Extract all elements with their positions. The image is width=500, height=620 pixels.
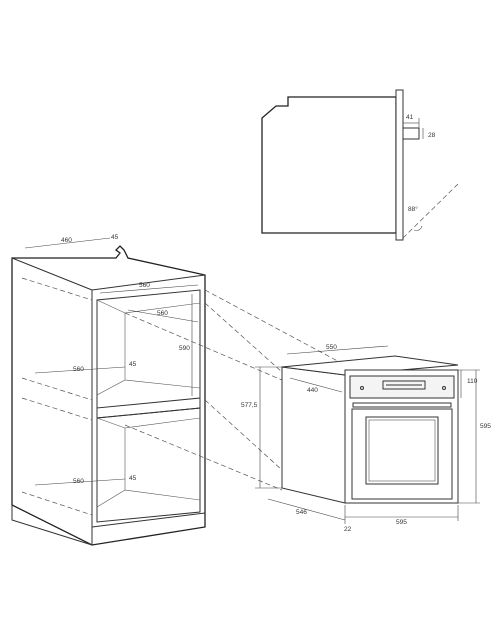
dim-line-total-depth (267, 498, 346, 521)
dim-label-front-width: 595 (396, 519, 407, 526)
dim-line-opening-depth (127, 309, 199, 323)
dim-label-panel-height: 110 (467, 378, 478, 385)
dim-label-lower-shelf-offset: 45 (129, 475, 137, 482)
oven-display (382, 380, 426, 390)
lower-opening (96, 407, 201, 523)
dim-label-body-width: 550 (326, 344, 337, 351)
cabinet: 460 45 560 560 590 560 45 560 45 (11, 234, 206, 546)
dim-line-top-depth (24, 237, 111, 249)
oven-door-window-inner (368, 419, 436, 482)
dim-label-door-thickness: 22 (344, 526, 352, 533)
dim-label-top-depth: 460 (61, 237, 72, 244)
upper-opening-back (96, 299, 201, 314)
dim-label-middle-shelf-offset: 45 (129, 361, 137, 368)
oven-door-handle (352, 402, 452, 408)
hidden-line-top (21, 277, 93, 301)
upper-opening-floor (96, 379, 201, 396)
dim-line-body-width (286, 345, 389, 355)
dim-line-lower-shelf (34, 478, 126, 486)
door-angle-arc (413, 225, 423, 231)
dim-label-body-height: 577,5 (241, 402, 258, 409)
oven-control-panel (349, 375, 455, 399)
cabinet-outline (11, 245, 206, 546)
dim-label-opening-width: 560 (139, 282, 150, 289)
dim-line-middle-shelf (34, 366, 126, 374)
projection-lines (124, 289, 346, 491)
dim-label-middle-shelf-depth: 560 (73, 366, 84, 373)
cabinet-plinth-line (91, 512, 206, 528)
projection-line (204, 289, 346, 366)
oven-side-body (261, 96, 397, 234)
cabinet-top-edge (11, 257, 93, 291)
dim-label-lower-shelf-depth: 560 (73, 478, 84, 485)
projection-line (124, 424, 283, 491)
dim-label-handle-depth: 28 (428, 132, 436, 139)
door-swing-line (402, 183, 459, 239)
hidden-line-shelf-upper (21, 377, 93, 401)
dim-label-top-offset: 45 (111, 234, 119, 241)
dim-line-body-depth (289, 377, 343, 393)
middle-shelf (96, 398, 201, 419)
oven-knob-icon (360, 386, 364, 390)
cabinet-plinth (11, 505, 93, 546)
oven-knob-icon (442, 386, 446, 390)
lower-opening-floor (96, 489, 201, 508)
hidden-line-shelf-lower (21, 397, 93, 421)
dim-line-opening-width (99, 284, 199, 294)
projection-line (204, 302, 283, 373)
oven-body-top (281, 355, 459, 376)
dim-label-door-angle: 88° (408, 205, 418, 213)
dim-label-total-height: 595 (480, 423, 491, 430)
oven-door (351, 408, 453, 500)
dim-label-total-depth: 546 (296, 509, 307, 516)
dim-label-body-depth: 440 (307, 387, 318, 394)
projection-line (124, 312, 283, 381)
dim-label-opening-depth: 560 (157, 310, 168, 317)
side-view: 41 28 88° (261, 89, 459, 241)
hidden-line-bottom (21, 491, 93, 516)
lower-opening-back (96, 417, 201, 429)
oven: 550 440 577,5 110 595 546 22 595 (241, 344, 491, 533)
dim-label-door-thickness: 41 (406, 114, 414, 121)
oven-door-window (365, 416, 439, 485)
cabinet-top-front-edge (91, 274, 206, 291)
projection-line (204, 399, 283, 471)
oven-side-door (395, 89, 404, 241)
oven-side-handle (402, 127, 420, 140)
dim-label-opening-height: 590 (179, 345, 190, 352)
